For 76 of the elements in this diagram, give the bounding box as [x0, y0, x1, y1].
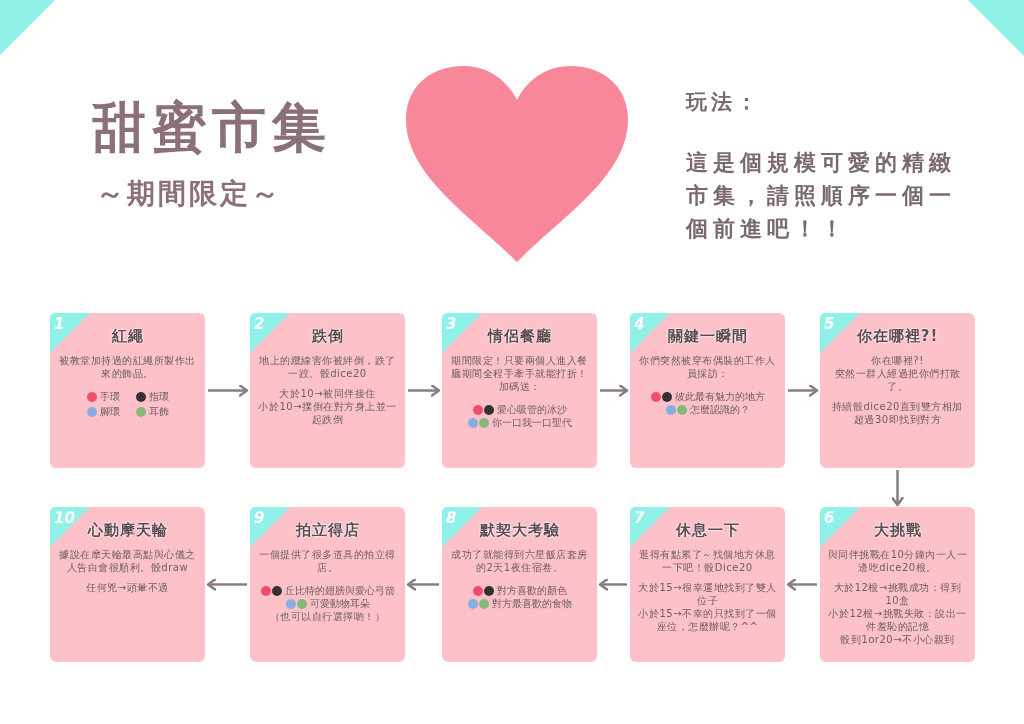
step-card [250, 507, 405, 662]
card-text: 小於15→不幸的只找到了一個座位，怎麼辦呢？^^ [637, 607, 778, 633]
step-card [442, 313, 597, 468]
card-text: 小於12根→挑戰失敗：說出一件羞恥的記憶 [827, 607, 968, 633]
card-text: 據說在摩天輪最高點與心儀之人告白會很順利。骰draw [58, 548, 197, 574]
step-number: 5 [824, 315, 835, 333]
step-card [820, 313, 975, 468]
arrow [408, 384, 441, 397]
arrow [788, 384, 819, 397]
step-card [50, 507, 205, 662]
card-text: 與同伴挑戰在10分鐘內一人一邊吃dice20根。 [827, 548, 968, 574]
arrow [406, 578, 439, 591]
option-text: 對方喜歡的顏色 [496, 584, 567, 597]
step-number: 3 [446, 315, 457, 333]
arrow [598, 578, 627, 591]
card-text: 期間限定！只要兩個人進入餐廳期間全程手牽手就能打折！加碼送： [450, 354, 589, 393]
step-number: 6 [824, 509, 835, 527]
option-text: 可愛動物耳朵 [309, 597, 370, 610]
card-text: 被教堂加持過的紅繩所製作出來的飾品。 [58, 354, 197, 380]
step-number: 1 [54, 315, 65, 333]
arrow [786, 578, 817, 591]
card-text: 任何兇→頭暈不適 [85, 581, 170, 594]
option-text: 你一口我一口聖代 [491, 416, 572, 429]
arrow [208, 384, 249, 397]
card-text: 大於15→很幸運地找到了雙人位子 [637, 581, 778, 607]
card-text: 骰到1or20→不小心親到 [839, 633, 956, 646]
option-text: 腳環 [99, 405, 120, 419]
card-text: 突然一群人經過把你們打散了。 [833, 367, 962, 393]
note-text: （也可以自行選擇喲！） [268, 610, 387, 623]
step-number: 2 [254, 315, 265, 333]
option-text: 愛心吸管的冰沙 [496, 403, 567, 416]
step-card [442, 507, 597, 662]
heading: 玩法： [686, 89, 761, 116]
card-title: 跌倒 [311, 327, 344, 346]
step-card [50, 313, 205, 468]
card-text: 一個提供了很多道具的拍立得店。 [258, 548, 397, 574]
step-card [820, 507, 975, 662]
card-text: 成功了就能得到六星飯店套房的2天1夜住宿卷。 [450, 548, 589, 574]
card-title: 情侶餐廳 [487, 327, 552, 346]
option-text: 怎麼認識的？ [689, 403, 750, 416]
step-card [630, 313, 785, 468]
step-number: 10 [54, 509, 75, 527]
option-text: 丘比特的翅膀與愛心弓箭 [284, 584, 395, 597]
arrow [600, 384, 629, 397]
step-card [630, 507, 785, 662]
option-text: 耳飾 [148, 405, 169, 419]
step-number: 8 [446, 509, 457, 527]
card-title: 紅繩 [111, 327, 144, 346]
option-text: 指環 [148, 390, 169, 404]
card-text: 你們突然被穿布偶裝的工作人員採訪： [638, 354, 777, 380]
step-number: 9 [254, 509, 265, 527]
card-text: 你在哪裡?! [870, 354, 925, 367]
step-card [250, 313, 405, 468]
instruction-text: 這是個規模可愛的精緻市集，請照順序一個一個前進吧！！ [686, 149, 956, 243]
card-text: 逛得有點累了～找個地方休息一下吧！骰Dice20 [638, 548, 777, 574]
card-text: 大於10→被同伴接住 [278, 387, 377, 400]
option-text: 彼此最有魅力的地方 [674, 390, 765, 403]
arrow [206, 578, 247, 591]
option-text: 手環 [99, 390, 120, 404]
card-title: 關鍵一瞬間 [667, 327, 748, 346]
title: 甜蜜市集 [92, 96, 332, 160]
card-text: 地上的纜線害你被絆倒，跌了一跤。骰dice20 [258, 354, 397, 380]
step-number: 7 [634, 509, 645, 527]
card-text: 持續骰dice20直到雙方相加超過30即找到對方 [831, 400, 964, 426]
card-title: 心動摩天輪 [87, 521, 168, 540]
step-number: 4 [634, 315, 645, 333]
card-title: 你在哪裡?! [856, 327, 939, 346]
card-title: 休息一下 [675, 521, 740, 540]
card-text: 大於12根→挑戰成功：得到10盒 [832, 581, 963, 607]
option-text: 對方最喜歡的食物 [491, 597, 572, 610]
card-text: 小於10→撲倒在對方身上並一起跌倒 [257, 400, 398, 426]
card-title: 拍立得店 [295, 521, 360, 540]
card-title: 大挑戰 [873, 521, 922, 540]
arrow [891, 470, 904, 507]
card-title: 默契大考驗 [479, 521, 560, 540]
subtitle: ～期間限定～ [96, 176, 282, 212]
